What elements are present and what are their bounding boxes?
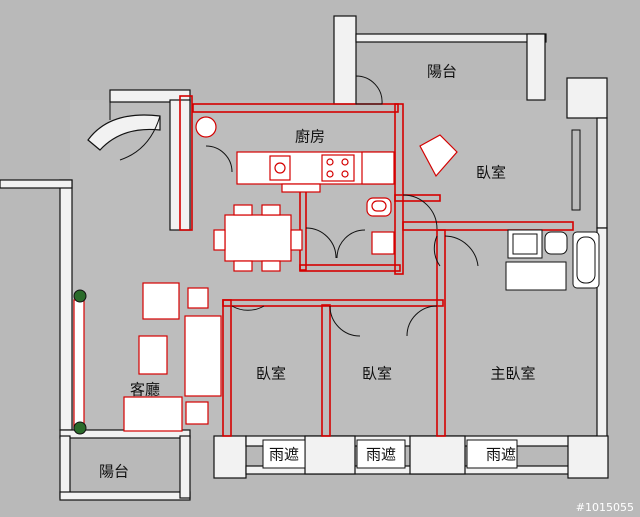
- stove-icon: [321, 154, 355, 182]
- awning-1-box: [262, 439, 306, 469]
- awning-3-box: [466, 439, 518, 469]
- room-label-kitchen: 廚房: [295, 128, 325, 146]
- room-label-awning-2: 雨遮: [366, 446, 396, 464]
- dining-table: [213, 204, 303, 272]
- room-label-bedroom-ne: 臥室: [476, 164, 506, 182]
- exterior-walls: [0, 15, 609, 501]
- room-label-awning-3: 雨遮: [486, 446, 516, 464]
- interior-walls: [179, 95, 574, 437]
- room-label-balcony-bottom: 陽台: [99, 463, 129, 481]
- awning-2-box: [356, 439, 406, 469]
- bedroom-ne-furniture: [419, 134, 458, 178]
- room-label-bedroom-2: 臥室: [362, 365, 392, 383]
- toilet-icon: [366, 197, 392, 217]
- room-label-living: 客廳: [130, 381, 160, 399]
- plant-icon: [73, 289, 87, 435]
- room-label-master-bedroom: 主臥室: [490, 365, 535, 383]
- balcony-door-arc: [119, 115, 161, 161]
- doors: [205, 75, 479, 337]
- wardrobe-ne: [571, 129, 581, 211]
- living-window-planter: [73, 299, 85, 429]
- room-label-balcony-top: 陽台: [427, 63, 457, 81]
- kitchen-counter: [195, 116, 396, 185]
- wash-basin: [371, 231, 395, 255]
- balcony-rail: [12, 100, 111, 189]
- kitchen-shelf: [281, 183, 321, 193]
- watermark: #1015055: [576, 501, 634, 514]
- curved-balcony: [87, 114, 161, 151]
- living-sofa-set: [123, 282, 222, 432]
- bathtub-icon: [572, 231, 600, 289]
- room-label-bedroom-1: 臥室: [256, 365, 286, 383]
- sink-icon: [269, 155, 291, 181]
- master-bath: [505, 229, 568, 291]
- room-label-awning-1: 雨遮: [269, 446, 299, 464]
